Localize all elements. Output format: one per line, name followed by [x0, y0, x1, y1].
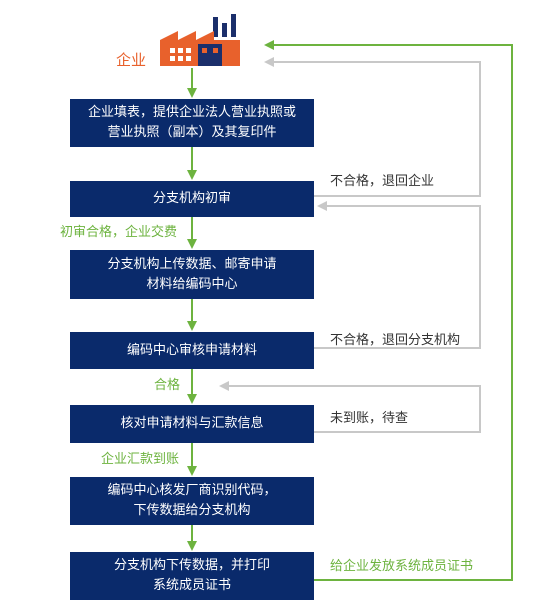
label-pass: 合格	[154, 378, 181, 393]
enterprise-label: 企业	[116, 51, 147, 69]
step-branch-review: 分支机构初审	[70, 181, 314, 217]
arrow-fail-to-enterprise	[264, 57, 481, 197]
step-print-cert: 分支机构下传数据，并打印 系统成员证书	[70, 552, 314, 600]
step-branch-upload-text: 分支机构上传数据、邮寄申请 材料给编码中心	[107, 256, 277, 292]
label-initial-pass: 初审合格，企业交费	[60, 225, 178, 240]
step-verify-payment-text: 核对申请材料与汇款信息	[120, 416, 264, 431]
step-verify-payment: 核对申请材料与汇款信息	[70, 405, 314, 443]
step-branch-upload: 分支机构上传数据、邮寄申请 材料给编码中心	[70, 250, 314, 299]
label-fail-return-enterprise: 不合格，退回企业	[330, 174, 435, 189]
step-print-cert-text: 分支机构下传数据，并打印 系统成员证书	[113, 558, 270, 593]
label-remitted: 企业汇款到账	[101, 452, 180, 467]
step-branch-review-text: 分支机构初审	[152, 191, 231, 206]
arrow-final-return	[264, 40, 513, 581]
label-not-received: 未到账，待查	[330, 411, 409, 426]
arrow-not-received	[219, 381, 481, 433]
step-issue-code-text: 编码中心核发厂商识别代码， 下传数据给分支机构	[107, 483, 277, 518]
factory-icon	[160, 14, 240, 66]
step-center-review: 编码中心审核申请材料	[70, 332, 314, 369]
arrow-fail-to-branch	[314, 201, 481, 349]
step-fill-form-text: 企业填表，提供企业法人营业执照或 营业执照（副本）及其复印件	[87, 105, 296, 140]
step-fill-form: 企业填表，提供企业法人营业执照或 营业执照（副本）及其复印件	[70, 99, 314, 147]
label-fail-return-branch: 不合格，退回分支机构	[330, 333, 461, 348]
label-issue-certificate: 给企业发放系统成员证书	[330, 559, 474, 574]
step-issue-code: 编码中心核发厂商识别代码， 下传数据给分支机构	[70, 477, 314, 525]
step-center-review-text: 编码中心审核申请材料	[126, 342, 257, 358]
